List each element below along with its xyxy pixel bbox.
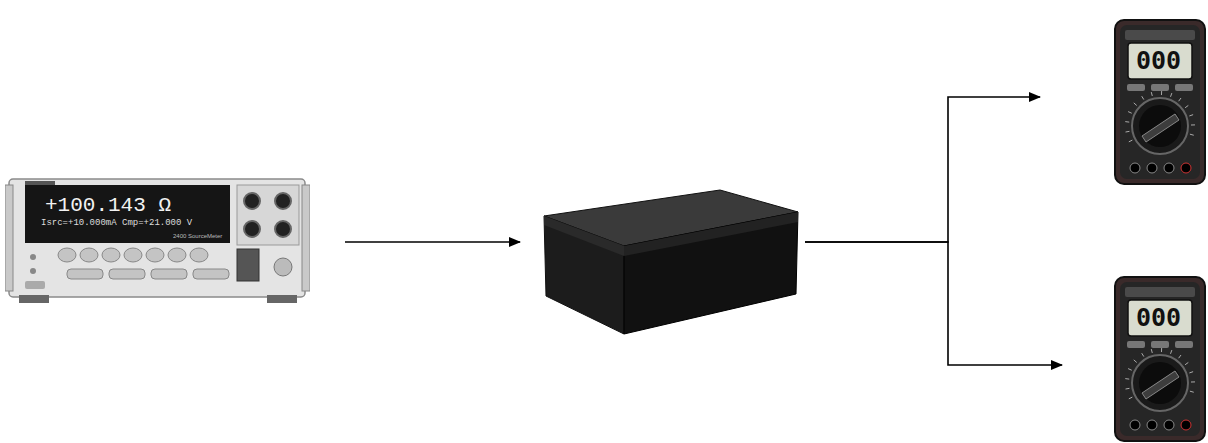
display-reading: +100.143 Ω	[45, 195, 171, 216]
multimeter: 000	[1062, 275, 1208, 443]
signal-arrow	[345, 241, 520, 243]
source-meter: +100.143 Ω Isrc=+10.000mA Cmp=+21.000 V 24…	[5, 175, 310, 307]
black-box	[540, 188, 802, 338]
meter-display: 000	[1136, 48, 1181, 73]
multimeter-drawing	[1040, 18, 1208, 188]
multimeter: 000	[1040, 18, 1208, 188]
black-box-drawing	[540, 188, 802, 338]
meter-display: 000	[1136, 305, 1181, 330]
signal-arrow	[805, 97, 1040, 242]
model-label: 2400 SourceMeter	[173, 233, 222, 239]
display-status: Isrc=+10.000mA Cmp=+21.000 V	[41, 219, 192, 228]
multimeter-drawing	[1062, 275, 1208, 443]
signal-arrow	[805, 242, 1062, 365]
